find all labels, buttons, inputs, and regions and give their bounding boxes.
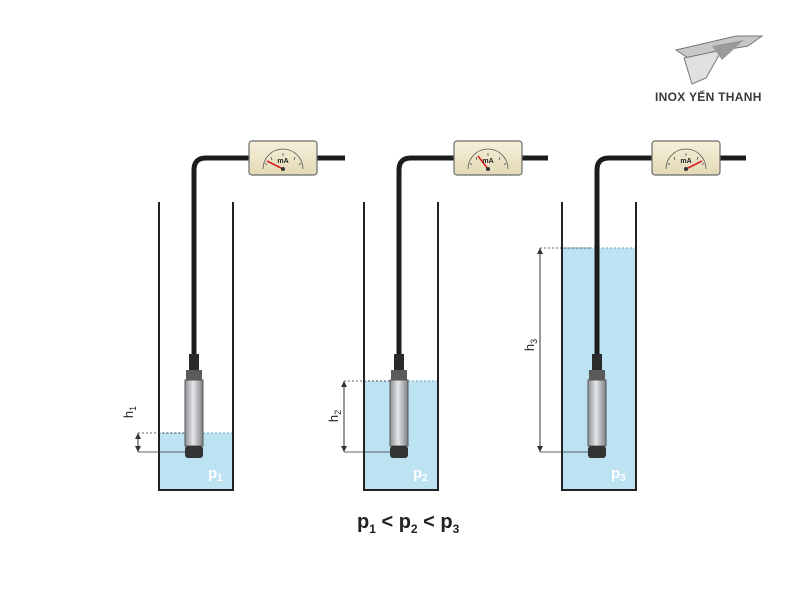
gauge-2: mA [453, 140, 523, 176]
tank-2: h2 p2 [326, 155, 548, 491]
gauge-1-unit: mA [277, 158, 288, 165]
svg-text:h1: h1 [121, 406, 138, 418]
gauge-3-unit: mA [680, 158, 691, 165]
gauge-2-unit: mA [482, 158, 493, 165]
tank-1-probe [184, 354, 204, 458]
pressure-relation: p1 < p2 < p3 [357, 511, 460, 536]
h3-dimension: h3 [522, 247, 590, 453]
svg-text:h3: h3 [522, 339, 539, 351]
tank-3: h3 p3 [522, 155, 746, 491]
brand-logo-icon [674, 35, 764, 85]
brand-name: INOX YẾN THANH [655, 90, 762, 104]
tank-3-walls [561, 202, 637, 491]
tank-3-probe [587, 354, 607, 458]
tank-2-walls [363, 202, 439, 491]
tank-1-cable [191, 155, 253, 363]
tank-1: h1 p1 [121, 155, 345, 491]
gauge-1: mA [248, 140, 318, 176]
gauge-3: mA [651, 140, 721, 176]
tank-3-cable [594, 155, 656, 363]
svg-text:h2: h2 [326, 410, 343, 422]
tank-1-walls [158, 202, 234, 491]
tank-2-probe [389, 354, 409, 458]
tank-2-cable [396, 155, 458, 363]
